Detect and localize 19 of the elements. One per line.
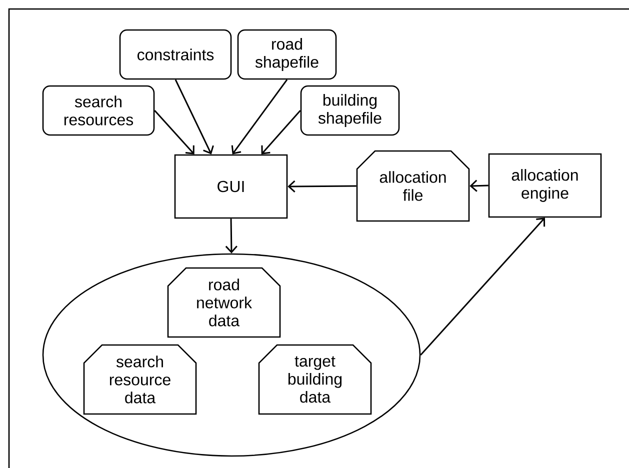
arrow <box>420 218 546 356</box>
process-box: allocation engine <box>488 153 602 218</box>
data-store-ellipse <box>42 253 421 457</box>
input-box: constraints <box>119 29 232 80</box>
arrow <box>154 110 194 154</box>
process-box: GUI <box>174 154 288 219</box>
data-box: road network data <box>167 267 281 338</box>
arrow <box>261 110 301 154</box>
input-box: search resources <box>42 85 155 136</box>
arrow <box>225 218 238 254</box>
arrow <box>174 79 214 154</box>
data-box: search resource data <box>83 344 197 415</box>
input-box: building shapefile <box>300 85 400 136</box>
data-box: target building data <box>258 344 372 415</box>
input-box: road shapefile <box>237 29 337 80</box>
file-box: allocation file <box>356 150 470 222</box>
arrow <box>288 180 356 192</box>
arrow <box>231 79 288 154</box>
arrow <box>470 180 488 192</box>
